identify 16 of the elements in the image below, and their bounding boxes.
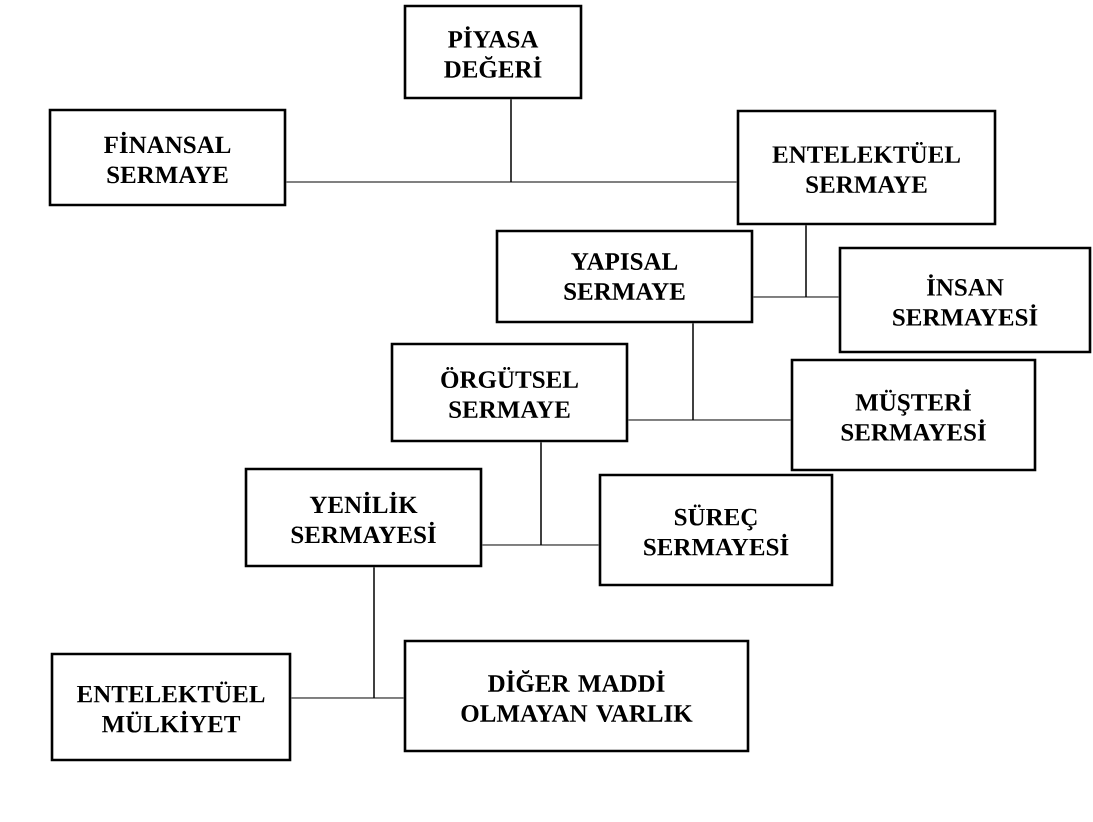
connector-line — [540, 441, 600, 546]
label-box: ENTELEKTÜEL MÜLKİYET — [50, 652, 292, 762]
label-box: SÜREÇ SERMAYESİ — [598, 473, 834, 587]
label-box: MÜŞTERİ SERMAYESİ — [790, 358, 1037, 472]
label-box: FİNANSAL SERMAYE — [48, 108, 287, 207]
label-box: YAPISAL SERMAYE — [495, 229, 754, 324]
connector-line — [510, 98, 738, 183]
label-box: YENİLİK SERMAYESİ — [244, 467, 483, 568]
connector-line — [692, 322, 792, 421]
label-box: PİYASA DEĞERİ — [403, 4, 583, 100]
label-box: ÖRGÜTSEL SERMAYE — [390, 342, 629, 443]
connector-line — [805, 224, 840, 298]
label-box: ENTELEKTÜEL SERMAYE — [736, 109, 997, 226]
connector-line — [373, 566, 405, 699]
label-box: DİĞER MADDİ OLMAYAN VARLIK — [403, 639, 750, 753]
label-box: İNSAN SERMAYESİ — [838, 246, 1092, 354]
